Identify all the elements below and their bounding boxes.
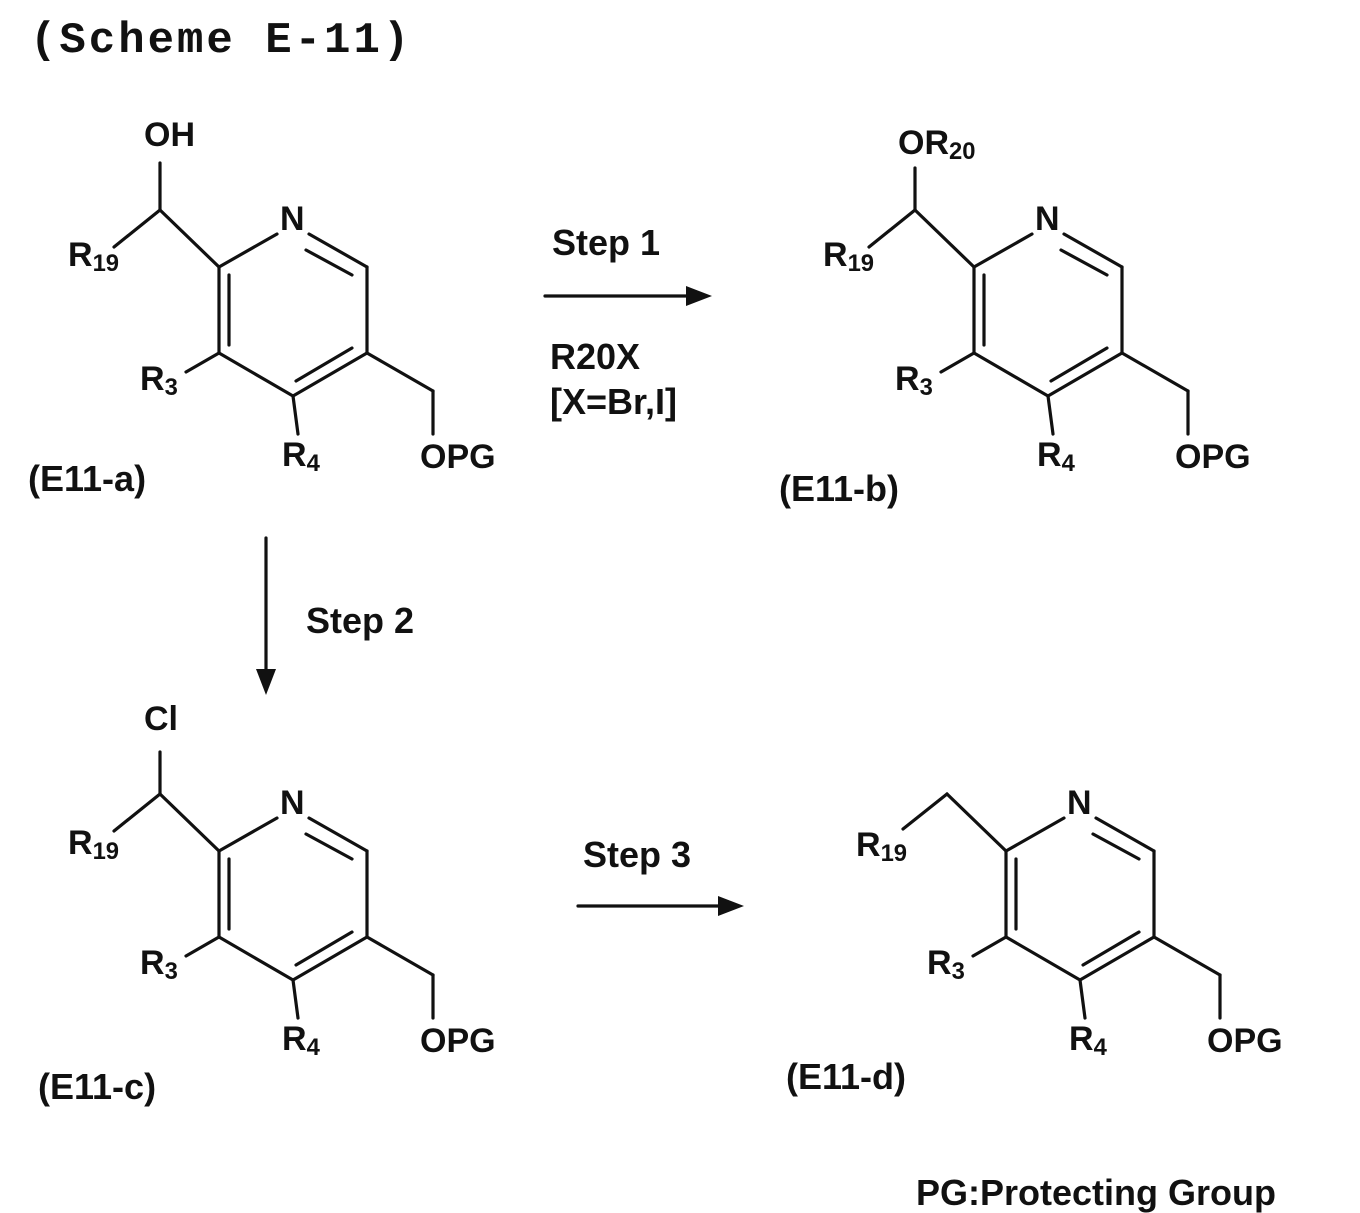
step1-condition: [X=Br,I] <box>550 381 678 422</box>
structure-e11a-skeleton <box>112 161 435 436</box>
step2-label: Step 2 <box>306 600 415 641</box>
e11a-r19-label: R19 <box>68 236 120 278</box>
e11a-r4-label: R4 <box>282 436 320 478</box>
e11b-caption: (E11-b) <box>779 468 900 509</box>
e11a-nitrogen-label: N <box>280 200 305 238</box>
e11b-r4-label: R4 <box>1037 436 1075 478</box>
e11c-cl-label: Cl <box>144 700 178 738</box>
scheme-title: (Scheme E-11) <box>30 16 413 66</box>
step1-reagent: R20X <box>550 336 641 377</box>
e11b-opg-label: OPG <box>1175 438 1251 476</box>
e11c-nitrogen-label: N <box>280 784 305 822</box>
step3-label: Step 3 <box>583 834 692 875</box>
step1-arrow <box>543 286 712 306</box>
e11a-oh-label: OH <box>144 116 195 154</box>
step2-arrow <box>256 536 276 695</box>
e11c-opg-label: OPG <box>420 1022 496 1060</box>
e11c-caption: (E11-c) <box>38 1066 157 1107</box>
step1-label: Step 1 <box>552 222 661 263</box>
e11c-r4-label: R4 <box>282 1020 320 1062</box>
e11b-r19-label: R19 <box>823 236 875 278</box>
e11a-caption: (E11-a) <box>28 458 147 499</box>
e11b-nitrogen-label: N <box>1035 200 1060 238</box>
structure-e11b-skeleton <box>867 166 1190 436</box>
e11d-r3-label: R3 <box>927 944 965 986</box>
step3-arrow <box>576 896 744 916</box>
structure-e11c-skeleton <box>112 750 435 1020</box>
e11c-r19-label: R19 <box>68 824 120 866</box>
e11d-r19-label: R19 <box>856 826 908 868</box>
e11c-r3-label: R3 <box>140 944 178 986</box>
e11b-r3-label: R3 <box>895 360 933 402</box>
e11d-r4-label: R4 <box>1069 1020 1107 1062</box>
e11d-nitrogen-label: N <box>1067 784 1092 822</box>
e11a-r3-label: R3 <box>140 360 178 402</box>
e11a-opg-label: OPG <box>420 438 496 476</box>
e11b-or20-label: OR20 <box>898 124 976 166</box>
e11d-opg-label: OPG <box>1207 1022 1283 1060</box>
pg-footnote: PG:Protecting Group <box>916 1172 1276 1213</box>
structure-e11d-skeleton <box>901 792 1222 1020</box>
e11d-caption: (E11-d) <box>786 1056 907 1097</box>
